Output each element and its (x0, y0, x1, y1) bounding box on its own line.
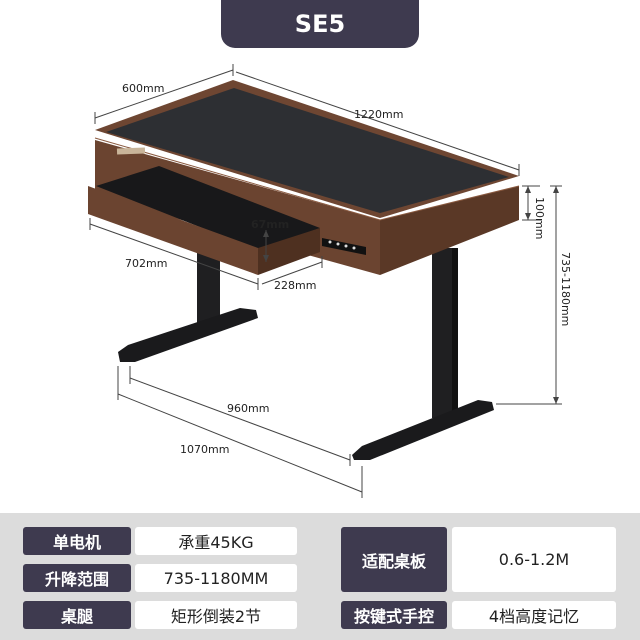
spec-label-keypad: 按键式手控 (341, 601, 447, 629)
dim-leg-outer-label: 1070mm (180, 443, 229, 456)
dim-drawer-thickness-label: 67mm (251, 218, 289, 231)
drawer (88, 147, 320, 275)
dim-thickness-label: 100mm (533, 197, 546, 239)
spec-value-lift: 735-1180MM (135, 564, 297, 592)
spec-value-legs: 矩形倒装2节 (135, 601, 297, 629)
spec-table: 单电机 承重45KG 升降范围 735-1180MM 桌腿 矩形倒装2节 适配桌… (0, 513, 640, 640)
dim-width-label: 1220mm (354, 108, 403, 121)
spec-label-legs: 桌腿 (23, 601, 131, 629)
dim-depth-label: 600mm (122, 82, 164, 95)
dim-drawer-depth-label: 228mm (274, 279, 316, 292)
keypad-control (322, 238, 366, 255)
spec-value-motor: 承重45KG (135, 527, 297, 555)
product-title: SE5 (221, 0, 419, 48)
desk-dimension-drawing: 600mm 1220mm 100mm 735-1180mm 67mm 702mm… (88, 64, 572, 498)
spec-label-fit: 适配桌板 (341, 527, 447, 592)
dim-drawer-width-label: 702mm (125, 257, 167, 270)
spec-value-fit: 0.6-1.2M (452, 527, 616, 592)
spec-label-motor: 单电机 (23, 527, 131, 555)
spec-value-keypad: 4档高度记忆 (452, 601, 616, 629)
dim-height-label: 735-1180mm (559, 252, 572, 326)
spec-label-lift: 升降范围 (23, 564, 131, 592)
dim-leg-inner-label: 960mm (227, 402, 269, 415)
desk-frame (118, 248, 494, 460)
